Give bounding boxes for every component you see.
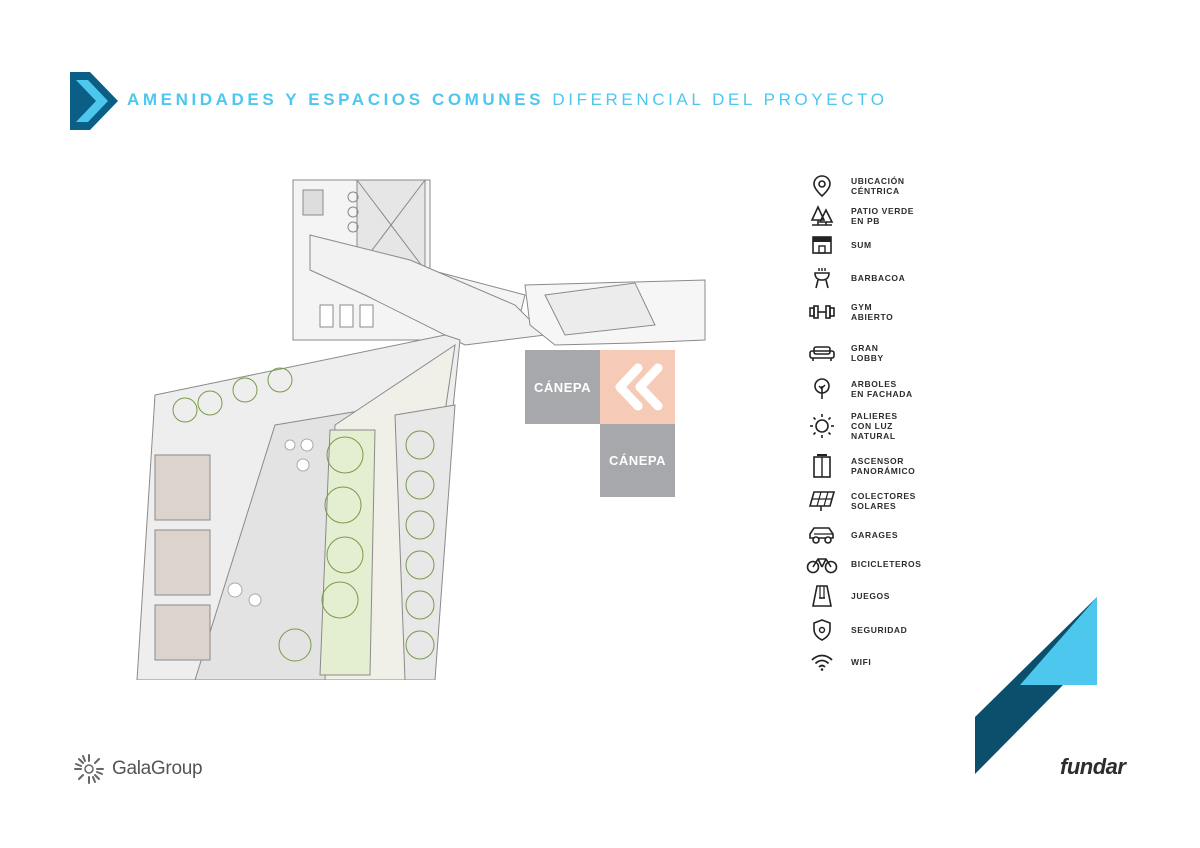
- gala-group-text: GalaGroup: [112, 758, 203, 779]
- amenity-item: PATIO VERDE EN PB: [805, 202, 914, 230]
- bicycle-icon: [806, 558, 838, 574]
- amenity-item: GARAGES: [805, 521, 898, 549]
- amenity-item: GYM ABIERTO: [805, 298, 893, 326]
- floor-plan: [136, 179, 706, 680]
- swing-icon: [812, 585, 832, 607]
- amenity-item: PALIERES CON LUZ NATURAL: [805, 411, 898, 441]
- amenity-item: SUM: [805, 231, 872, 259]
- gala-group-logo: GalaGroup: [72, 752, 203, 786]
- amenity-label: SUM: [851, 240, 872, 250]
- page-title: AMENIDADES Y ESPACIOS COMUNES DIFERENCIA…: [127, 90, 888, 110]
- solar-panel-icon: [808, 491, 836, 511]
- amenity-item: UBICACIÓN CÉNTRICA: [805, 172, 905, 200]
- wifi-icon: [811, 654, 833, 671]
- title-light: DIFERENCIAL DEL PROYECTO: [552, 90, 888, 109]
- trees-icon: [810, 205, 834, 226]
- amenity-label: PALIERES CON LUZ NATURAL: [851, 411, 898, 441]
- amenity-label: WIFI: [851, 657, 872, 667]
- double-chevron-icon: [615, 363, 663, 411]
- amenity-label: COLECTORES SOLARES: [851, 491, 916, 511]
- amenity-item: BARBACOA: [805, 264, 905, 292]
- amenity-item: WIFI: [805, 648, 871, 676]
- location-pin-icon: [813, 175, 831, 198]
- amenity-label: BICICLETEROS: [851, 559, 922, 569]
- amenity-item: COLECTORES SOLARES: [805, 487, 916, 515]
- amenity-item: JUEGOS: [805, 582, 890, 610]
- amenity-item: BICICLETEROS: [805, 550, 921, 578]
- shield-icon: [813, 619, 831, 641]
- header-chevron-icon: [70, 72, 118, 130]
- amenity-item: SEGURIDAD: [805, 616, 907, 644]
- dumbbell-icon: [809, 305, 835, 319]
- tree-icon: [814, 378, 830, 399]
- amenity-item: GRAN LOBBY: [805, 339, 884, 367]
- amenity-label: SEGURIDAD: [851, 625, 908, 635]
- amenity-label: JUEGOS: [851, 591, 891, 601]
- amenity-label: GRAN LOBBY: [851, 343, 884, 363]
- canepa-badge-top: CÁNEPA: [525, 350, 600, 424]
- amenity-label: ARBOLES EN FACHADA: [851, 379, 913, 399]
- amenity-label: UBICACIÓN CÉNTRICA: [851, 176, 905, 196]
- store-icon: [812, 236, 832, 254]
- elevator-icon: [813, 454, 831, 478]
- grill-icon: [814, 268, 830, 289]
- amenity-label: BARBACOA: [851, 273, 906, 283]
- canepa-logo: [600, 350, 675, 424]
- fundar-logo: fundar: [1060, 754, 1126, 779]
- amenity-label: ASCENSOR PANORÁMICO: [851, 456, 916, 476]
- car-icon: [809, 527, 834, 544]
- amenity-label: GARAGES: [851, 530, 899, 540]
- amenity-label: PATIO VERDE EN PB: [851, 206, 914, 226]
- amenity-label: GYM ABIERTO: [851, 302, 894, 322]
- sofa-icon: [809, 346, 835, 361]
- corner-decoration: [975, 597, 1097, 774]
- sun-icon: [810, 414, 834, 438]
- gala-sunburst-icon: [74, 754, 104, 784]
- canepa-badge-bottom: CÁNEPA: [600, 424, 675, 497]
- amenity-item: ASCENSOR PANORÁMICO: [805, 452, 915, 480]
- title-bold: AMENIDADES Y ESPACIOS COMUNES: [127, 90, 545, 109]
- amenity-item: ARBOLES EN FACHADA: [805, 375, 913, 403]
